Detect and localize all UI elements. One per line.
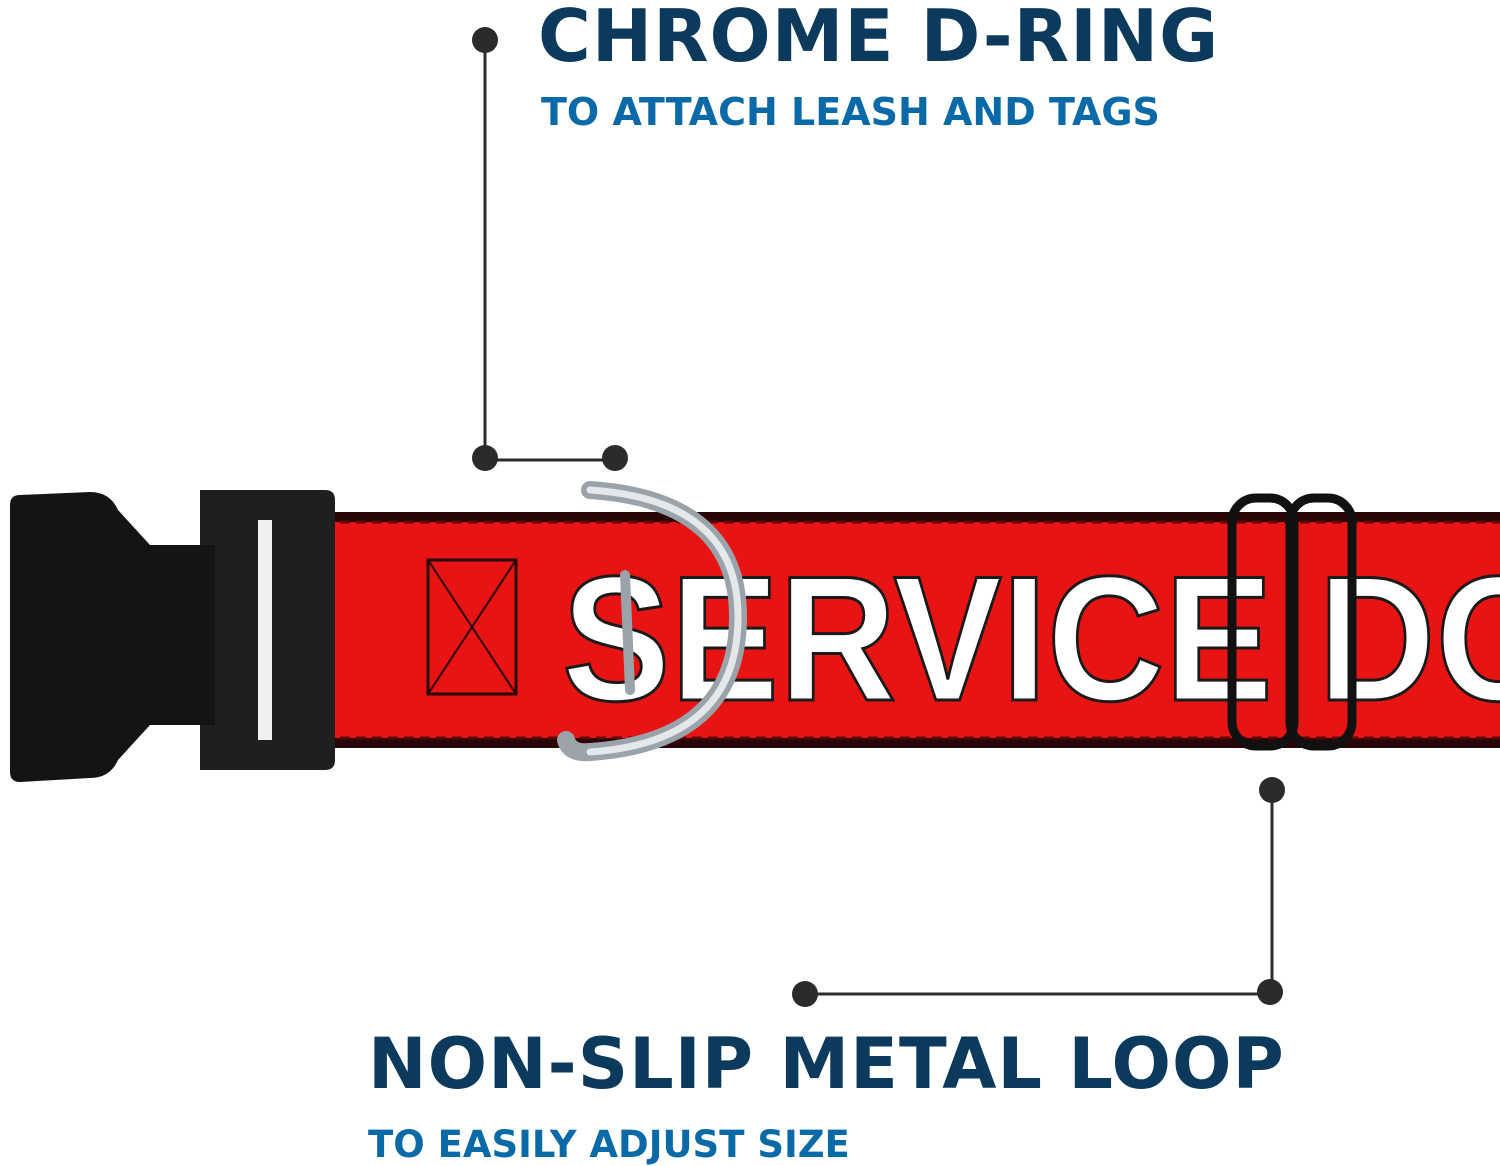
metal-loop-callout-title: NON-SLIP METAL LOOP — [368, 1023, 1285, 1105]
side-release-buckle — [10, 490, 335, 782]
box-x-stitch-diagonal-b — [427, 559, 517, 695]
collar-printed-lettering: SERVICE DO — [562, 539, 1500, 738]
d-ring-callout-title: CHROME D-RING — [538, 0, 1220, 78]
d-ring-callout-subtitle: TO ATTACH LEASH AND TAGS — [541, 90, 1160, 134]
chrome-d-ring — [557, 481, 748, 762]
d-ring-bar — [620, 570, 635, 695]
d-ring-highlight — [586, 486, 742, 756]
metal-loop-callout-subtitle: TO EASILY ADJUST SIZE — [368, 1123, 850, 1166]
collar-strap: SERVICE DO — [260, 512, 1500, 748]
d-ring-callout-dot-end — [602, 445, 628, 471]
metal-loop-callout-dot-top — [1259, 777, 1285, 803]
non-slip-metal-loop — [1227, 493, 1357, 751]
d-ring-callout-connector — [472, 27, 628, 471]
metal-loop-callout-connector — [792, 777, 1285, 1007]
metal-loop-callout-dot-corner — [1257, 979, 1283, 1005]
metal-loop-callout-dot-end — [792, 981, 818, 1007]
buckle-male-prongs — [10, 492, 215, 782]
d-ring-callout-dot-top — [472, 27, 498, 53]
box-x-stitch-patch — [426, 558, 518, 696]
buckle-slot — [258, 520, 272, 740]
metal-loop-right — [1285, 493, 1357, 751]
d-ring-callout-dot-corner — [472, 445, 498, 471]
